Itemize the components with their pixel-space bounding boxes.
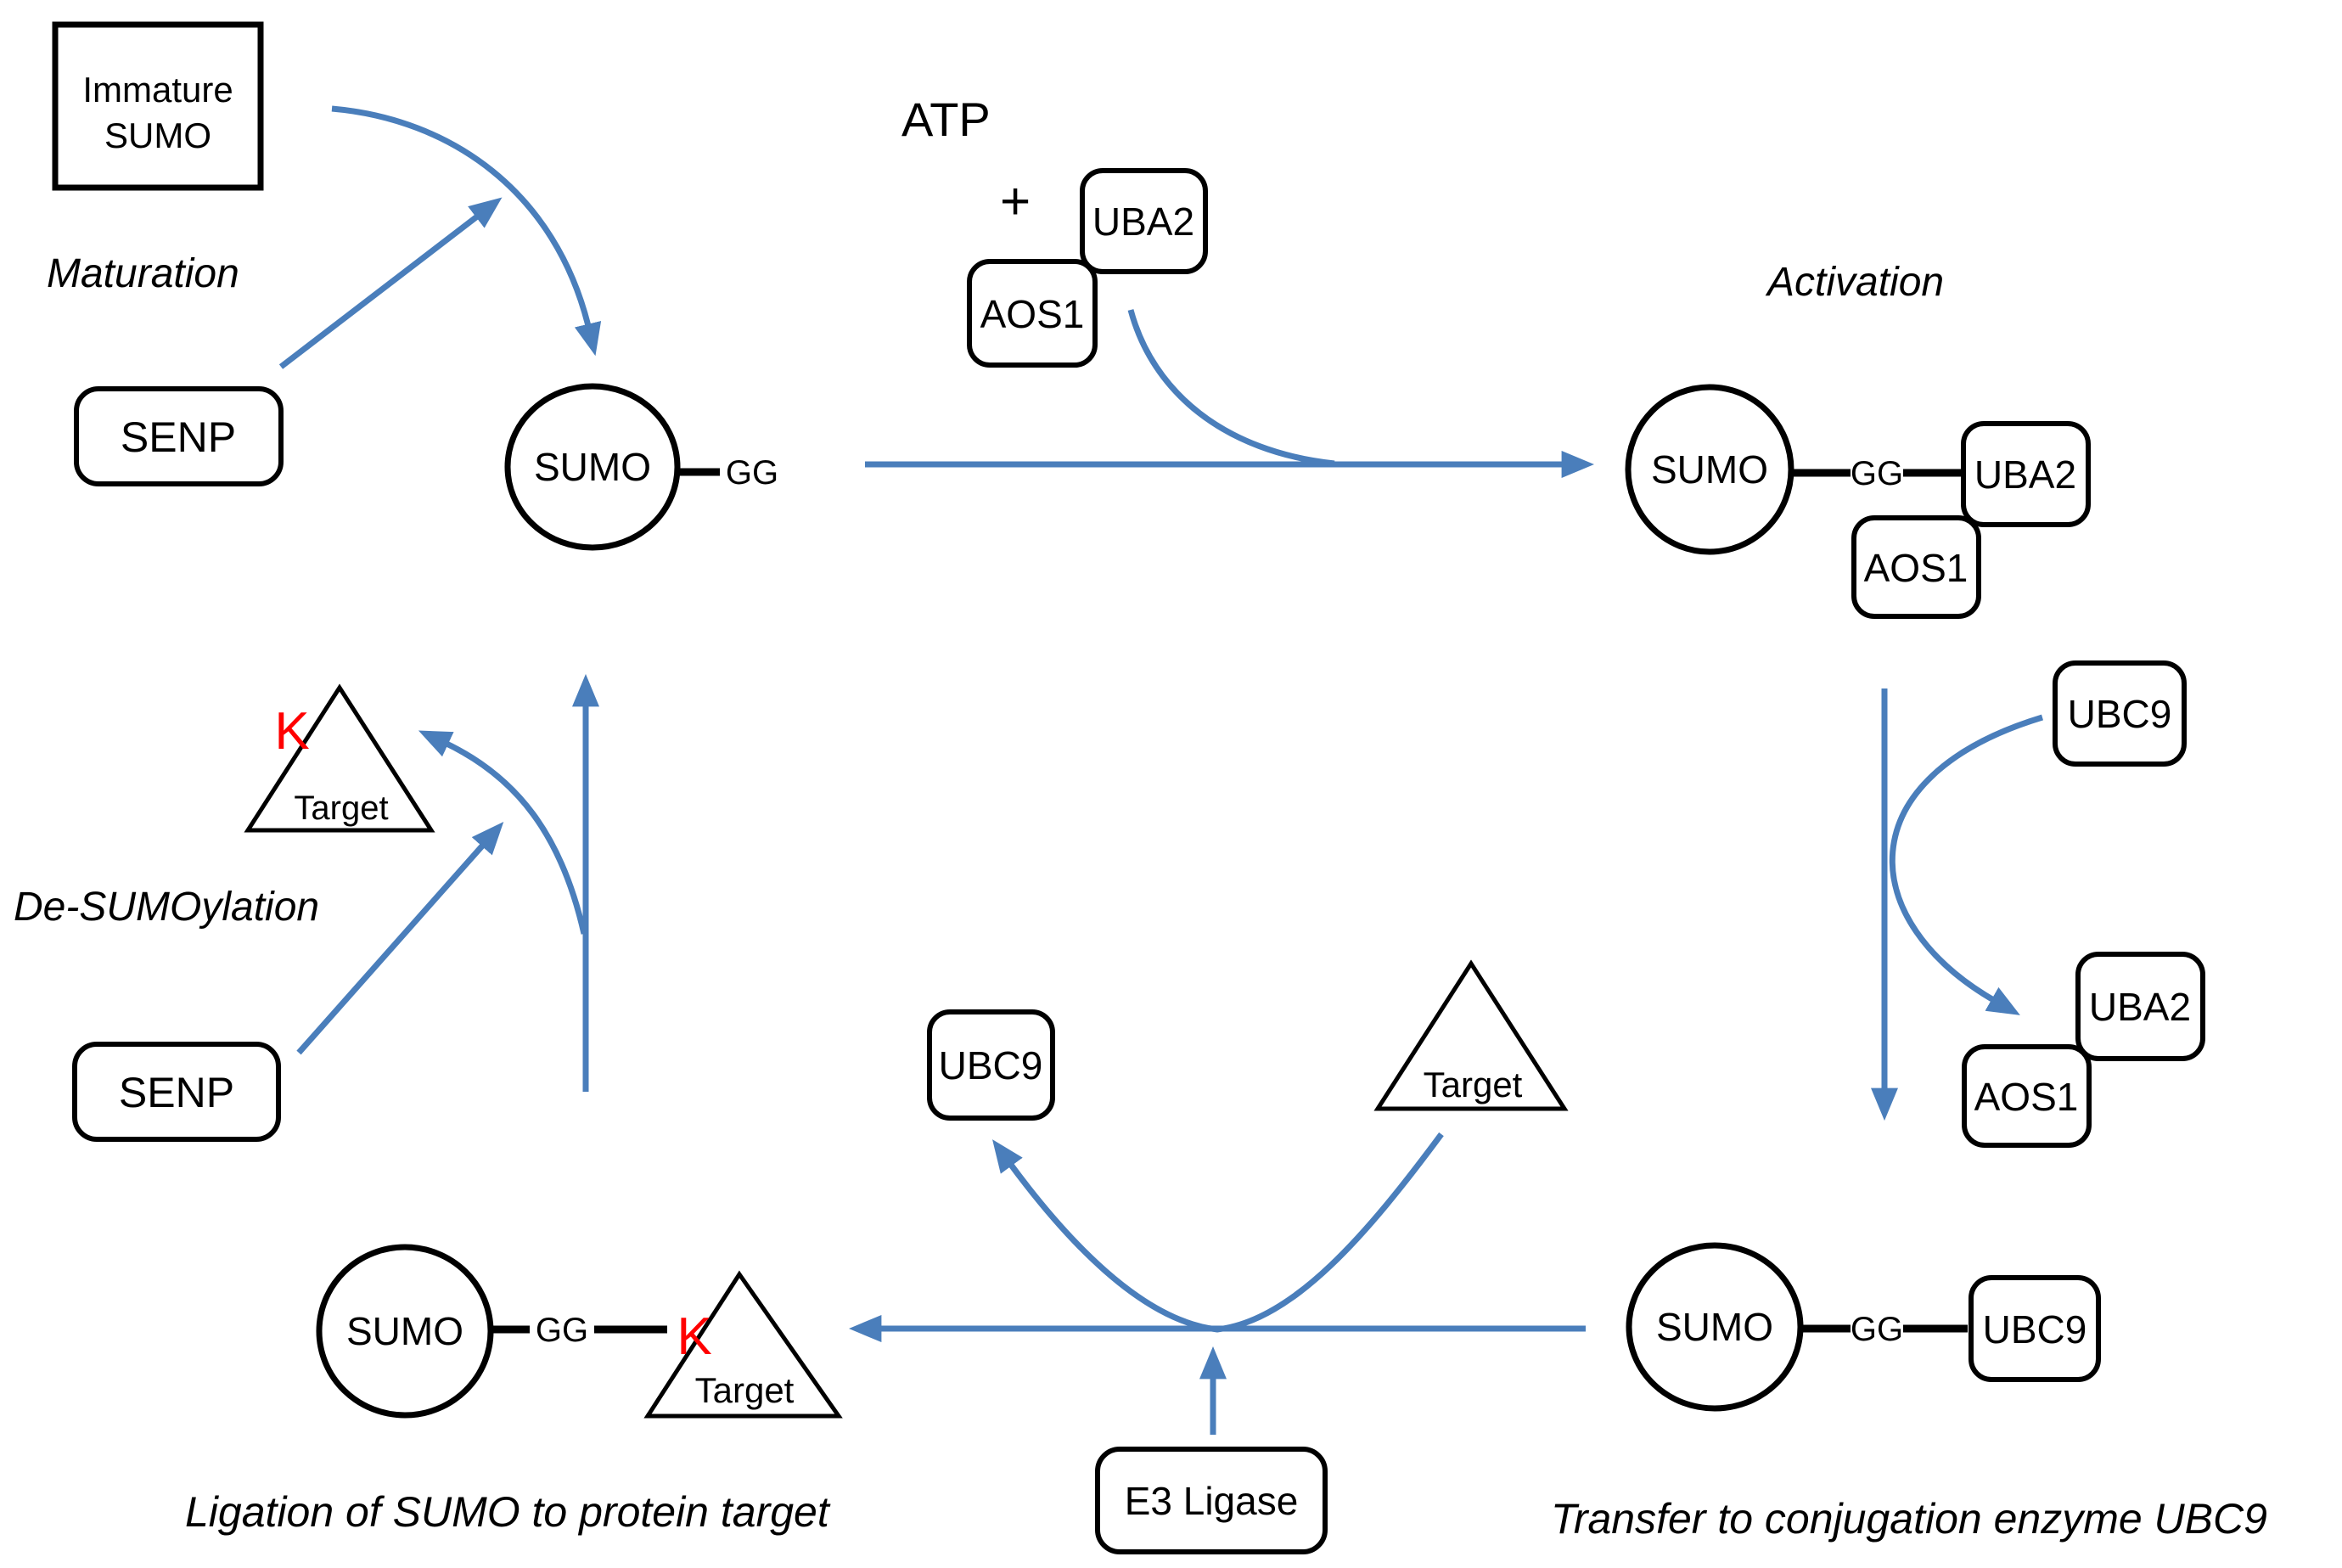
- plus-sign: +: [1000, 172, 1031, 231]
- ubc9-box: [2053, 660, 2187, 767]
- ubc9-label: UBC9: [1983, 1307, 2087, 1352]
- sumo-node: [1626, 1242, 1804, 1412]
- transfer-caption: Transfer to conjugation enzyme UBC9: [1551, 1495, 2267, 1543]
- target-triangle: [244, 683, 435, 833]
- ubc9-exchange-curve-arrow: [1889, 714, 2044, 1015]
- lysine-k-label: K: [677, 1307, 711, 1366]
- sumo-node: [504, 383, 681, 551]
- aos1-label: AOS1: [1864, 546, 1969, 590]
- target-ubc9-exchange-curve-arrow: [992, 1132, 1444, 1333]
- gg-label: GG: [726, 454, 778, 492]
- target-triangle: [643, 1270, 843, 1419]
- aos1-box: [1851, 515, 1981, 619]
- aos1-box: [967, 259, 1098, 368]
- sumo-label: SUMO: [1651, 447, 1768, 492]
- ubc9-label: UBC9: [939, 1043, 1043, 1087]
- uba2-label: UBA2: [2089, 985, 2191, 1029]
- senp-label: SENP: [119, 1069, 234, 1116]
- uba2-box: [1961, 421, 2091, 527]
- ligation-caption: Ligation of SUMO to protein target: [185, 1488, 831, 1536]
- senp-label: SENP: [121, 413, 236, 461]
- target-label: Target: [695, 1370, 795, 1410]
- sumo-label: SUMO: [1656, 1305, 1773, 1349]
- sumo-node: [316, 1244, 494, 1419]
- target-label: Target: [1424, 1065, 1523, 1104]
- lysine-k-label: K: [274, 702, 309, 761]
- gg-label: GG: [1851, 455, 1903, 492]
- gg-label: GG: [1851, 1311, 1903, 1348]
- ubc9-box: [1969, 1275, 2101, 1382]
- sumo-label: SUMO: [534, 445, 651, 489]
- ubc9-box: [927, 1009, 1055, 1121]
- senp-box: [72, 1042, 281, 1142]
- uba2-box: [2075, 952, 2205, 1061]
- sumo-label: SUMO: [346, 1309, 463, 1353]
- desumoylation-caption: De-SUMOylation: [14, 885, 319, 930]
- uba2-box: [1080, 168, 1208, 274]
- target-label: Target: [294, 790, 388, 827]
- aos1-label: AOS1: [980, 292, 1085, 336]
- e3-ligase-label: E3 Ligase: [1125, 1479, 1299, 1523]
- desumoylation-arrow: [296, 821, 504, 1055]
- atp-label: ATP: [901, 93, 991, 146]
- uba2-label: UBA2: [1974, 452, 2076, 497]
- target-triangle: [1373, 959, 1569, 1111]
- gg-label: GG: [536, 1312, 588, 1349]
- e3-ligase-box: [1095, 1447, 1328, 1554]
- desumoylation-curve-arrow: [418, 730, 587, 935]
- aos1-box: [1962, 1044, 2092, 1148]
- immature-sumo-box: [52, 21, 264, 191]
- activation-caption: Activation: [1765, 260, 1944, 305]
- immature-sumo-label-line1: Immature: [82, 70, 233, 110]
- immature-sumo-label-line2: SUMO: [104, 115, 211, 155]
- aos1-uba2-join-curve: [1127, 309, 1335, 467]
- sumo-node: [1625, 384, 1794, 555]
- aos1-label: AOS1: [1974, 1075, 2079, 1119]
- uba2-label: UBA2: [1092, 200, 1194, 244]
- maturation-caption: Maturation: [47, 251, 239, 296]
- maturation-arrow: [278, 197, 503, 369]
- maturation-curve-arrow: [331, 105, 602, 357]
- senp-box: [74, 386, 284, 486]
- ubc9-label: UBC9: [2068, 692, 2172, 736]
